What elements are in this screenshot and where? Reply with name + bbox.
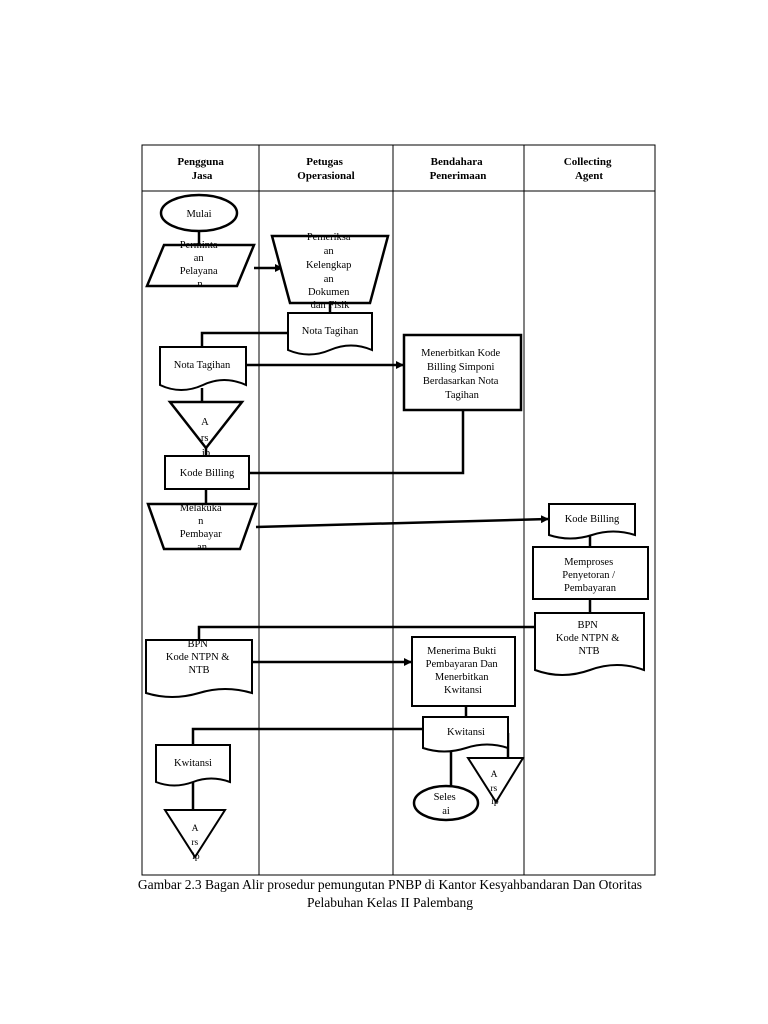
lane-header-pengguna-jasa: Pengguna Jasa [177,156,226,182]
pemeriksaan-manual-operation: Pemeriksa an Kelengkap an Dokumen dan Fi… [270,232,390,311]
caption-line-2: Pelabuhan Kelas II Palembang [306,895,474,910]
bpn-agent-label: BPN Kode NTPN & NTB [556,620,622,657]
kwitansi-bendahara-label: Kwitansi [447,727,485,738]
connectors [191,231,592,810]
kode-billing-agent-document: Kode Billing [548,503,636,540]
end-label: Seles ai [434,792,459,817]
melakukan-pembayaran-label: Melakuka n Pembayar an [180,503,225,553]
figure-caption: Gambar 2.3 Bagan Alir prosedur pemunguta… [120,876,660,912]
kode-billing-pengguna-label: Kode Billing [180,468,235,479]
pemeriksaan-label: Pemeriksa an Kelengkap an Dokumen dan Fi… [306,232,354,311]
kwitansi-pengguna-document: Kwitansi [155,744,231,787]
melakukan-pembayaran-manual-operation: Melakuka n Pembayar an [146,502,258,553]
kode-billing-agent-label: Kode Billing [565,514,620,525]
nota-tagihan-pengguna-label: Nota Tagihan [174,360,231,371]
arsip-storage-3: A rs ip [163,809,227,862]
caption-line-1: Gambar 2.3 Bagan Alir prosedur pemunguta… [137,877,643,892]
memproses-penyetoran-process: Memproses Penyetoran / Pembayaran [532,546,649,600]
nota-tagihan-petugas-document: Nota Tagihan [287,312,373,356]
arsip-2-label: A rs ip [490,770,499,807]
nota-tagihan-petugas-label: Nota Tagihan [302,326,359,337]
menerima-bukti-process: Menerima Bukti Pembayaran Dan Menerbitka… [411,636,516,707]
arsip-3-label: A rs ip [191,824,200,862]
lane-header-bendahara-penerimaan: Bendahara Penerimaan [430,156,487,182]
arsip-storage-1: A rs ip [167,400,245,459]
bpn-pengguna-label: BPN Kode NTPN & NTB [166,639,232,676]
kwitansi-pengguna-label: Kwitansi [174,758,212,769]
start-label: Mulai [186,209,211,220]
menerbitkan-kode-billing-process: Menerbitkan Kode Billing Simponi Berdasa… [402,333,523,412]
lane-header-petugas-operasional: Petugas Operasional [297,156,354,182]
bpn-pengguna-document: BPN Kode NTPN & NTB [145,639,253,698]
memproses-penyetoran-label: Memproses Penyetoran / Pembayaran [562,557,617,594]
permintaan-pelayanan-input: Perminta an Pelayana n [145,240,256,290]
arsip-1-label: A rs ip [201,417,211,459]
kode-billing-pengguna-box: Kode Billing [164,455,250,490]
menerbitkan-kode-billing-label: Menerbitkan Kode Billing Simponi Berdasa… [421,348,503,401]
end-terminator: Seles ai [412,784,480,822]
menerima-bukti-label: Menerima Bukti Pembayaran Dan Menerbitka… [426,646,501,696]
permintaan-pelayanan-label: Perminta an Pelayana n [180,240,221,290]
swimlane-frame [141,144,656,876]
arsip-storage-2: A rs ip [466,757,525,807]
kwitansi-bendahara-document: Kwitansi [422,716,509,753]
lane-header-collecting-agent: Collecting Agent [564,156,614,182]
bpn-agent-document: BPN Kode NTPN & NTB [534,612,645,676]
nota-tagihan-pengguna-document: Nota Tagihan [159,346,247,391]
start-terminator: Mulai [159,193,239,233]
